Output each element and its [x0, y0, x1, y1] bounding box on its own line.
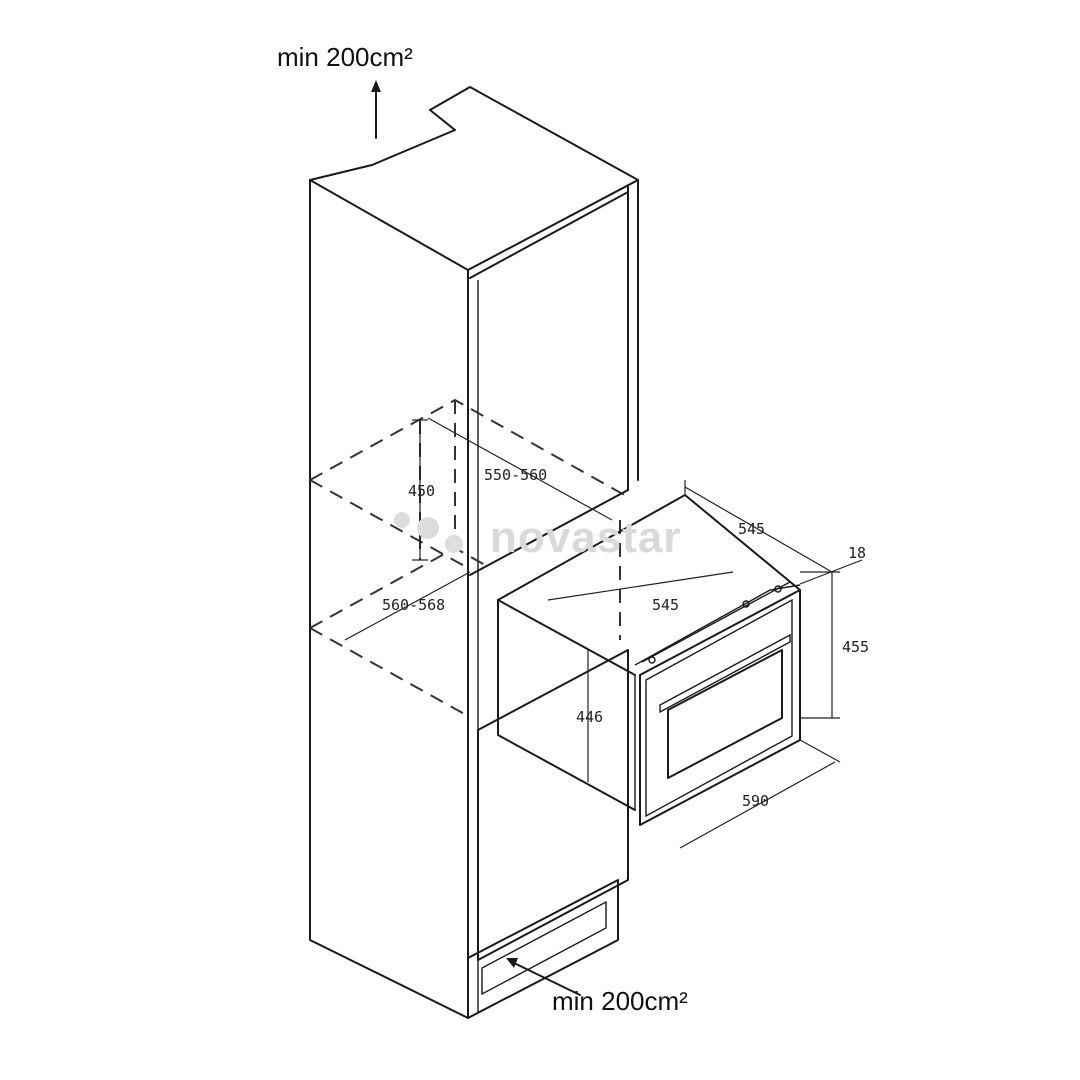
knob-icon [774, 585, 782, 593]
plinth-vent-grille [481, 900, 607, 996]
oven-dimensions [547, 480, 863, 849]
oven-offset-label: 18 [848, 544, 866, 562]
arrow-up-icon [371, 80, 381, 92]
oven-door-window [667, 649, 783, 779]
niche-height-label: 450 [408, 482, 435, 500]
lower-door [477, 649, 629, 961]
oven-front-height-label: 455 [842, 638, 869, 656]
vent-top-arrow [371, 80, 381, 139]
watermark-text: novastar [490, 513, 681, 562]
vent-bottom-label: min 200cm² [552, 986, 688, 1016]
vent-top-label: min 200cm² [277, 42, 413, 72]
oven-depth-side-label: 545 [652, 596, 679, 614]
oven-front-width-label: 590 [742, 792, 769, 810]
cabinet-top-panel [309, 86, 639, 271]
watermark: novastar [394, 512, 681, 562]
niche-depth-label: 550-560 [484, 466, 547, 484]
oven-handle [659, 633, 791, 714]
knob-icon [742, 600, 750, 608]
knob-icon [648, 656, 656, 664]
oven-depth-top-label: 545 [738, 520, 765, 538]
oven-body [497, 599, 636, 811]
upper-door [469, 191, 629, 576]
tall-cabinet [309, 86, 639, 1019]
niche-width-label: 560-568 [382, 596, 445, 614]
arrow-left-icon [506, 958, 518, 968]
oven-front-panel [639, 589, 801, 826]
niche-dimensions [344, 417, 613, 641]
plinth [467, 879, 619, 1019]
vent-bottom-arrow [506, 958, 581, 996]
oven-body-height-label: 446 [576, 708, 603, 726]
oven-control-strip [634, 584, 801, 666]
